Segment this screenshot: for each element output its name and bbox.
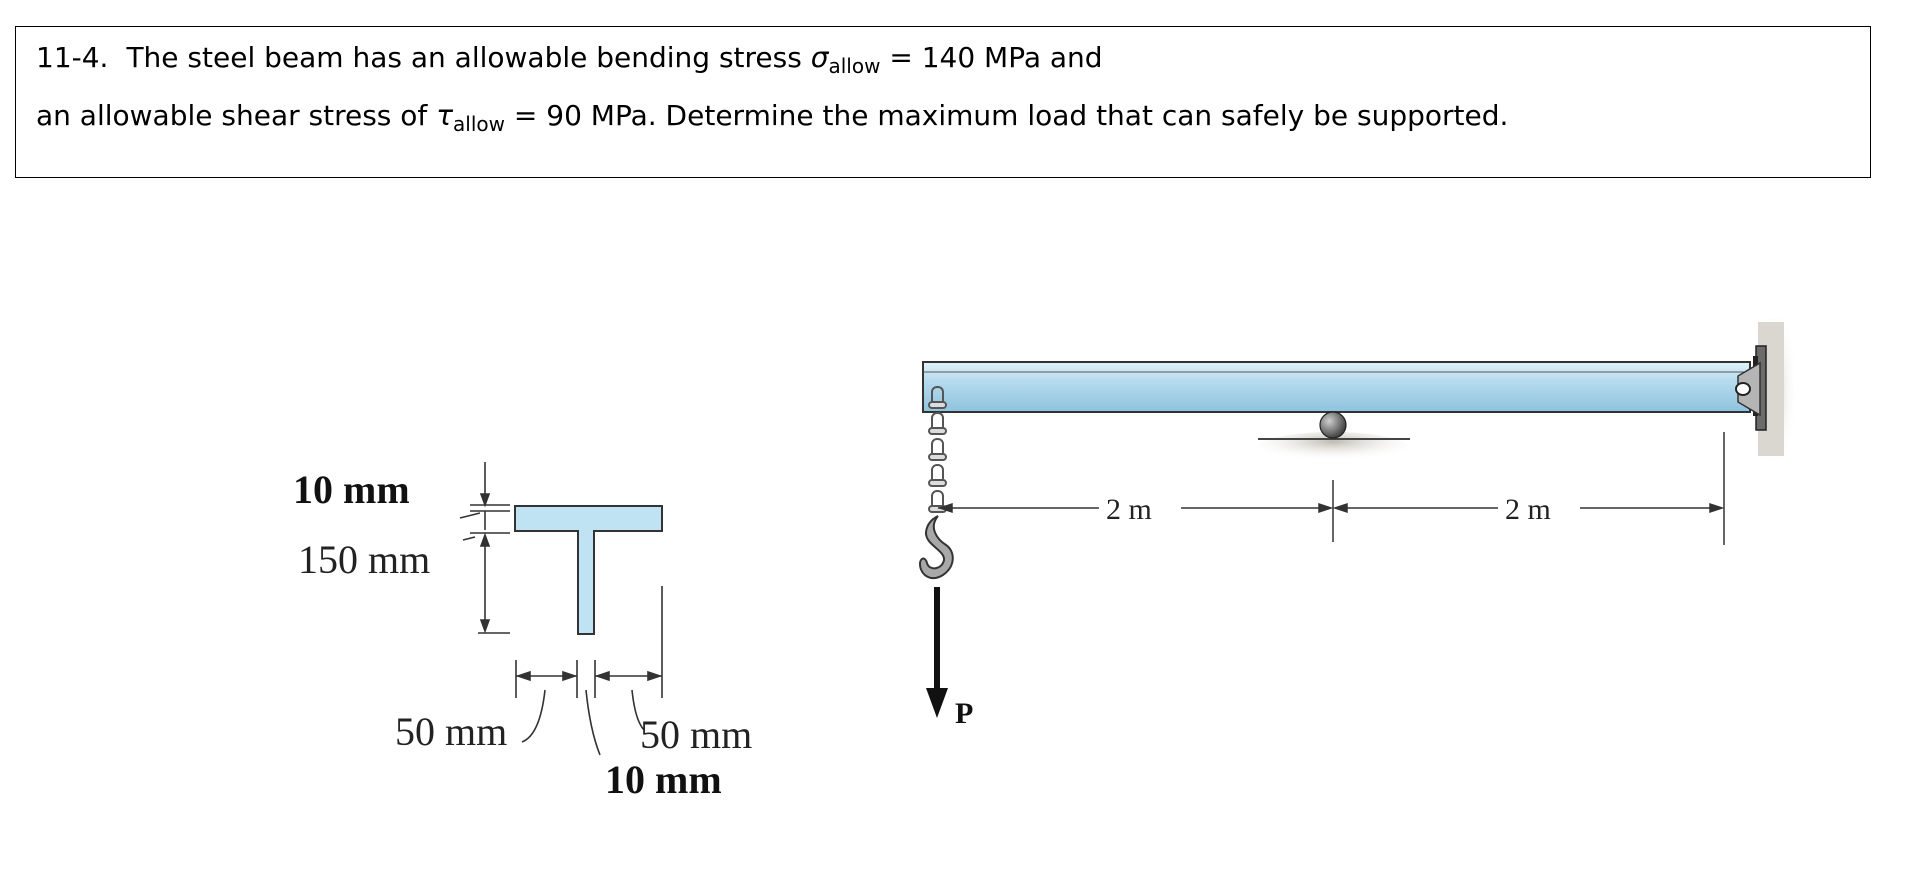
flange-thickness-dimension [459,462,510,530]
problem-statement: 11-4. The steel beam has an allowable ben… [15,26,1871,178]
problem-text-2: an allowable shear stress of [36,99,437,132]
t-section-shape [514,505,663,635]
web-depth-label: 150 mm [298,537,430,582]
t-cross-section: 10 mm 150 mm 50 mm 50 mm 10 mm [293,462,752,802]
web-thickness-label: 10 mm [605,757,722,802]
span-left-label: 2 m [1106,493,1152,526]
span-right-label: 2 m [1505,493,1551,526]
problem-line-2: an allowable shear stress of τallow = 90… [36,91,1870,149]
hook-icon [918,515,954,580]
load-arrow [926,587,948,718]
beam [922,361,1751,413]
problem-text-1: The steel beam has an allowable bending … [126,41,811,74]
bolt-icon [1753,356,1758,366]
sigma-subscript: allow [828,54,881,78]
tau-symbol: τ [436,99,454,132]
width-dimensions [515,586,663,756]
problem-text-1-end: = 140 MPa and [880,41,1103,74]
problem-line-1: 11-4. The steel beam has an allowable ben… [36,33,1870,91]
flange-thickness-label: 10 mm [293,467,410,512]
sigma-symbol: σ [810,41,829,74]
roller-ball [1319,411,1347,439]
tau-subscript: allow [453,112,506,136]
chain-icon [928,386,947,513]
pin-icon [1735,382,1751,396]
span-dimension [937,432,1725,545]
beam-assembly: P 2 m 2 m [918,318,1794,730]
problem-number: 11-4. [36,41,109,74]
problem-text-2-end: = 90 MPa. Determine the maximum load tha… [505,99,1509,132]
web-depth-dimension [462,532,510,634]
right-overhang-label: 50 mm [640,712,752,757]
left-overhang-label: 50 mm [395,709,507,754]
load-label: P [955,697,973,730]
